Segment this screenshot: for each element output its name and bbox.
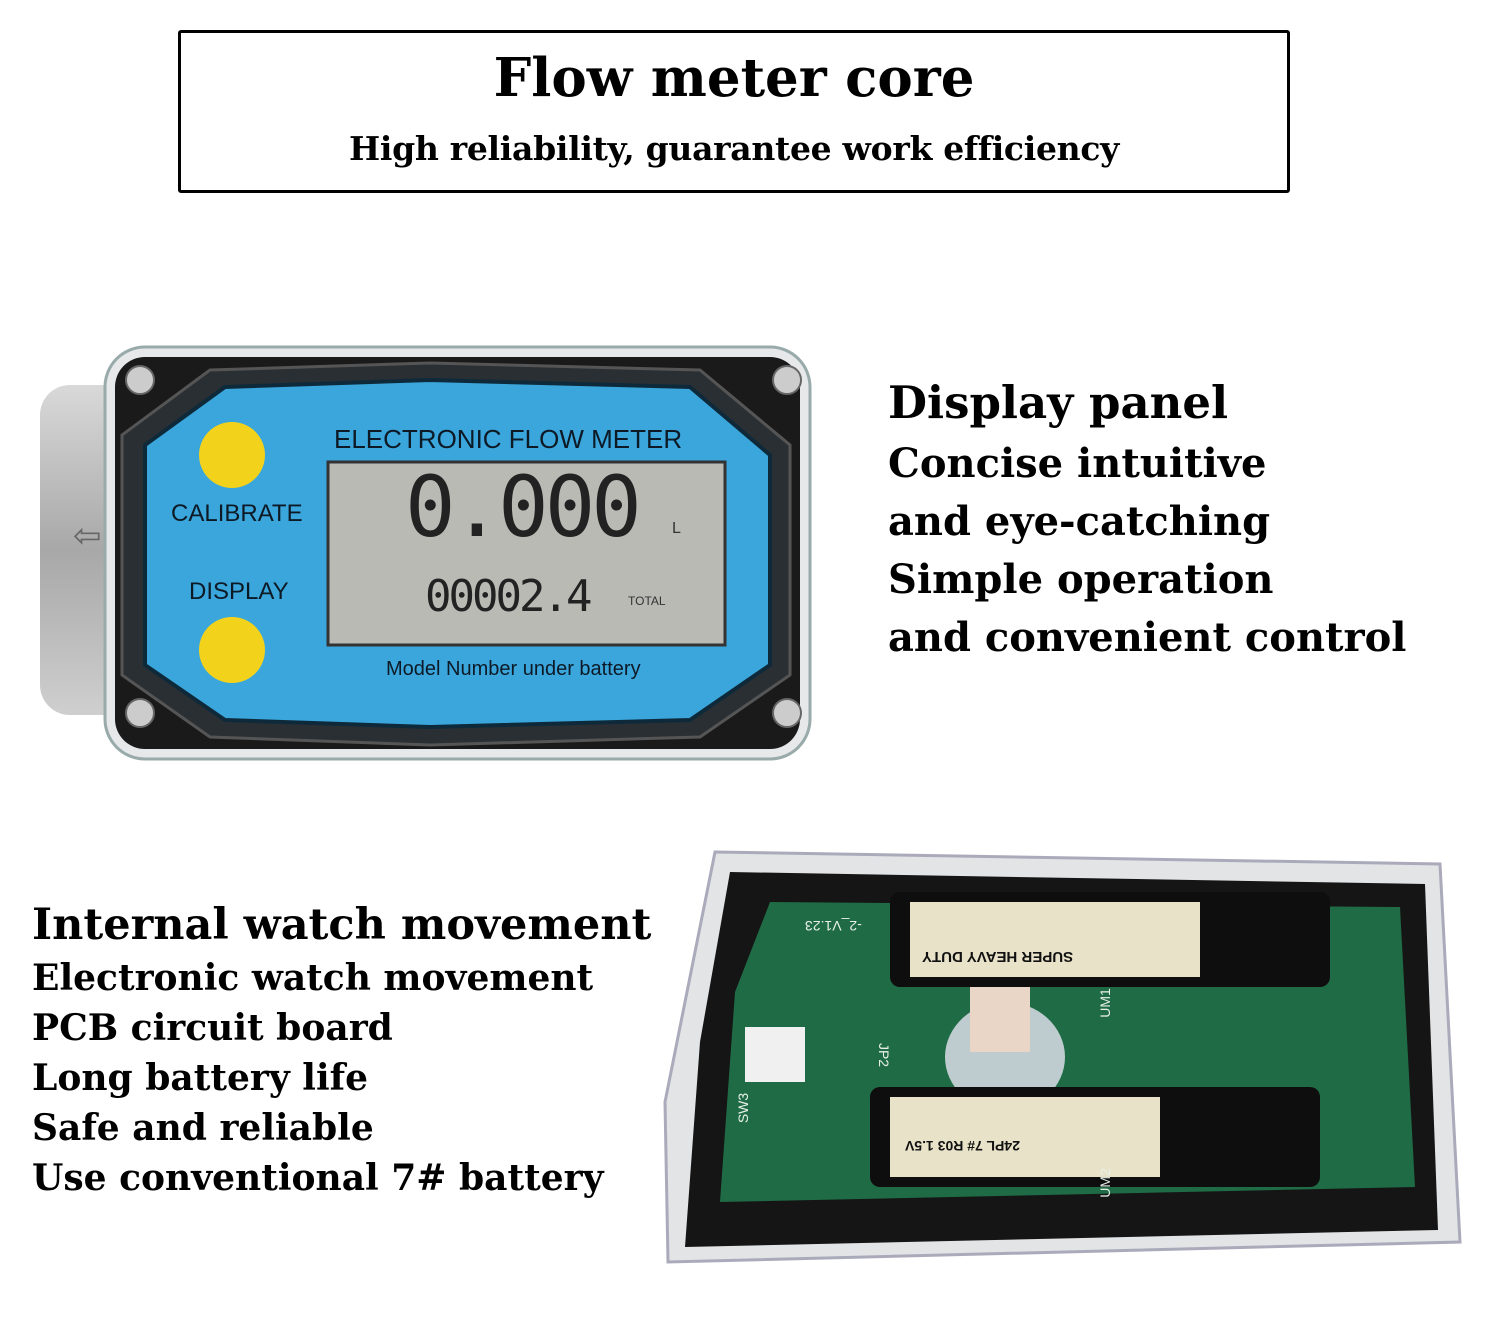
- display-line: and convenient control: [888, 614, 1407, 661]
- calibrate-button[interactable]: [199, 422, 265, 488]
- battery-bottom-label: 24PL 7# R03 1.5V: [905, 1138, 1020, 1154]
- display-line: and eye-catching: [888, 498, 1271, 545]
- lcd-reading: 0.000: [405, 458, 642, 556]
- internal-heading: Internal watch movement: [32, 900, 652, 950]
- screw-icon: [772, 698, 802, 728]
- lcd-total: 00002.4: [425, 571, 592, 622]
- battery-bottom-label-area: [890, 1097, 1160, 1177]
- display-line: Simple operation: [888, 556, 1274, 603]
- meter-brand-label: ELECTRONIC FLOW METER: [334, 424, 683, 454]
- jp2-label: JP2: [876, 1042, 893, 1068]
- page-subtitle: High reliability, guarantee work efficie…: [348, 129, 1120, 168]
- display-button[interactable]: [199, 617, 265, 683]
- title-box: Flow meter core High reliability, guaran…: [178, 30, 1290, 193]
- internal-line: Long battery life: [32, 1057, 369, 1099]
- battery-top-label: SUPER HEAVY DUTY: [922, 948, 1074, 965]
- lcd-total-label: TOTAL: [628, 594, 666, 608]
- screw-icon: [772, 365, 802, 395]
- lcd-unit: L: [672, 520, 681, 537]
- display-heading: Display panel: [888, 376, 1229, 429]
- screw-icon: [125, 365, 155, 395]
- lcd-screen: [326, 460, 727, 647]
- um1-label: UM1: [1096, 988, 1113, 1018]
- display-label: DISPLAY: [189, 578, 289, 605]
- page-title: Flow meter core: [493, 47, 975, 109]
- calibrate-label: CALIBRATE: [171, 500, 303, 527]
- connector-jp2: [745, 1027, 805, 1082]
- internal-line: Safe and reliable: [32, 1107, 374, 1149]
- battery-top-label-area: [910, 902, 1200, 977]
- flow-meter-display-image: ⇦: [40, 345, 812, 761]
- sw3-label: SW3: [735, 1092, 752, 1124]
- internal-line: Electronic watch movement: [32, 957, 594, 999]
- flow-arrow-icon: ⇦: [73, 517, 102, 555]
- um2-label: UM2: [1096, 1168, 1113, 1198]
- meter-footer-label: Model Number under battery: [386, 658, 641, 680]
- display-line: Concise intuitive: [888, 440, 1267, 487]
- sensor-chip: [970, 982, 1030, 1052]
- pcb-internal-image: [663, 850, 1462, 1264]
- internal-line: Use conventional 7# battery: [32, 1157, 604, 1199]
- screw-icon: [125, 698, 155, 728]
- pcb-version-label: -2_V1.23: [805, 918, 862, 934]
- internal-line: PCB circuit board: [32, 1007, 393, 1049]
